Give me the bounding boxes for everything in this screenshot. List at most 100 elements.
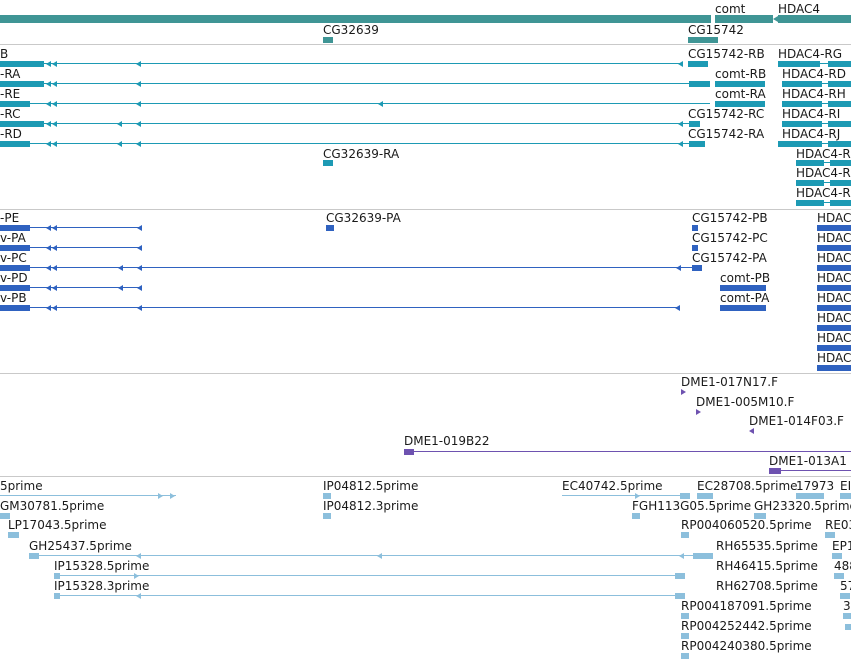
gene-exon <box>778 15 851 23</box>
gene-label-cg15742[interactable]: CG15742 <box>688 23 744 37</box>
protein-label[interactable]: HDAC <box>817 231 851 245</box>
est-label[interactable]: IP04812.5prime <box>323 479 419 493</box>
protein-label[interactable]: HDAC <box>817 291 851 305</box>
est-label[interactable]: EC28708.5prime <box>697 479 798 493</box>
protein-label[interactable]: HDAC <box>817 331 851 345</box>
exon-block <box>697 493 713 499</box>
strand-arrow-icon <box>136 101 141 107</box>
transcript-label[interactable]: comt-RB <box>715 67 767 81</box>
protein-label[interactable]: HDAC <box>817 271 851 285</box>
transcript-label[interactable]: -RA <box>0 67 21 81</box>
exon-block <box>830 200 851 206</box>
gene-label-comt[interactable]: comt <box>715 2 746 16</box>
clone-label[interactable]: DME1-014F03.F <box>749 414 844 428</box>
transcript-label[interactable]: HDAC4-RH <box>782 87 846 101</box>
transcript-label[interactable]: HDAC4-R <box>796 186 851 200</box>
protein-label[interactable]: v-PB <box>0 291 27 305</box>
transcript-label[interactable]: comt-RA <box>715 87 766 101</box>
est-label[interactable]: FGH113G05.5prime <box>632 499 752 513</box>
est-label[interactable]: GH23320.5prime <box>754 499 851 513</box>
intron-line <box>0 83 710 84</box>
protein-label[interactable]: HDAC <box>817 211 851 225</box>
protein-label[interactable]: HDAC <box>817 311 851 325</box>
transcript-label[interactable]: HDAC4-RG <box>778 47 843 61</box>
protein-label[interactable]: v-PD <box>0 271 28 285</box>
est-label[interactable]: IP04812.3prime <box>323 499 419 513</box>
est-label[interactable]: RH65535.5prime <box>716 539 818 553</box>
transcript-label[interactable]: CG15742-RB <box>688 47 765 61</box>
transcript-label[interactable]: CG15742-RC <box>688 107 765 121</box>
est-label[interactable]: RP004060520.5prime <box>681 518 812 532</box>
gene-label-hdac4[interactable]: HDAC4 <box>778 2 821 16</box>
transcript-label[interactable]: HDAC4-R <box>796 147 851 161</box>
transcript-label[interactable]: CG15742-RA <box>688 127 765 141</box>
exon-block <box>796 200 824 206</box>
strand-arrow-icon <box>158 493 163 499</box>
est-label[interactable]: GH25437.5prime <box>29 539 132 553</box>
strand-arrow-icon <box>117 141 122 147</box>
protein-label[interactable]: comt-PA <box>720 291 770 305</box>
strand-arrow-icon <box>52 285 57 291</box>
transcript-label[interactable]: HDAC4-RJ <box>782 127 841 141</box>
protein-label[interactable]: HDAC <box>817 351 851 365</box>
exon-block <box>692 265 702 271</box>
est-label[interactable]: EC40742.5prime <box>562 479 663 493</box>
strand-arrow-icon <box>52 81 57 87</box>
transcript-track: B CG15742-RB HDAC4-RG -RA <box>0 45 851 209</box>
protein-label[interactable]: -PE <box>0 211 20 225</box>
clone-label[interactable]: DME1-017N17.F <box>681 375 779 389</box>
transcript-label[interactable]: -RD <box>0 127 22 141</box>
strand-arrow-icon <box>46 225 51 231</box>
est-label[interactable]: LP17043.5prime <box>8 518 107 532</box>
est-label[interactable]: RH62708.5prime <box>716 579 818 593</box>
est-label[interactable]: 57 <box>840 579 851 593</box>
est-label[interactable]: RH46415.5prime <box>716 559 818 573</box>
est-label[interactable]: IP15328.3prime <box>54 579 150 593</box>
clone-label[interactable]: DME1-013A1 <box>769 454 847 468</box>
est-label[interactable]: 17973 <box>796 479 835 493</box>
clone-label[interactable]: DME1-019B22 <box>404 434 490 448</box>
exon-block <box>0 265 30 271</box>
transcript-label[interactable]: -RE <box>0 87 21 101</box>
strand-arrow-icon <box>749 428 754 434</box>
est-label[interactable]: 3 <box>843 599 851 613</box>
est-label[interactable]: 5prime <box>0 479 43 493</box>
transcript-label[interactable]: HDAC4-R <box>796 166 851 180</box>
est-label[interactable]: GM30781.5prime <box>0 499 105 513</box>
exon-block <box>720 305 766 311</box>
clone-label[interactable]: DME1-005M10.F <box>696 395 795 409</box>
exon-block <box>0 141 30 147</box>
est-label[interactable]: RE03 <box>825 518 851 532</box>
protein-label[interactable]: comt-PB <box>720 271 771 285</box>
strand-arrow-icon <box>46 285 51 291</box>
exon-block <box>828 121 851 127</box>
exon-block <box>828 81 851 87</box>
transcript-label[interactable]: CG32639-RA <box>323 147 400 161</box>
strand-arrow-icon <box>137 265 142 271</box>
est-label[interactable]: RP004187091.5prime <box>681 599 812 613</box>
protein-label[interactable]: CG15742-PB <box>692 211 768 225</box>
protein-label[interactable]: v-PA <box>0 231 26 245</box>
exon-block <box>840 593 850 599</box>
exon-block <box>817 225 851 231</box>
gene-track: comt HDAC4 CG32639 CG15742 <box>0 0 851 44</box>
exon-block <box>778 141 822 147</box>
protein-label[interactable]: CG15742-PA <box>692 251 767 265</box>
transcript-label[interactable]: B <box>0 47 9 61</box>
est-label[interactable]: RP004252442.5prime <box>681 619 812 633</box>
transcript-label[interactable]: HDAC4-RD <box>782 67 846 81</box>
protein-label[interactable]: CG32639-PA <box>326 211 401 225</box>
protein-label[interactable]: HDAC <box>817 251 851 265</box>
est-label[interactable]: EI <box>840 479 851 493</box>
protein-label[interactable]: CG15742-PC <box>692 231 768 245</box>
transcript-label[interactable]: HDAC4-RI <box>782 107 841 121</box>
est-label[interactable]: IP15328.5prime <box>54 559 150 573</box>
est-label[interactable]: EP1 <box>832 539 851 553</box>
protein-label[interactable]: v-PC <box>0 251 27 265</box>
transcript-label[interactable]: -RC <box>0 107 21 121</box>
est-label[interactable]: 488 <box>834 559 851 573</box>
gene-exon <box>688 37 718 43</box>
gene-label-cg32639[interactable]: CG32639 <box>323 23 379 37</box>
est-label[interactable]: RP004240380.5prime <box>681 639 812 653</box>
